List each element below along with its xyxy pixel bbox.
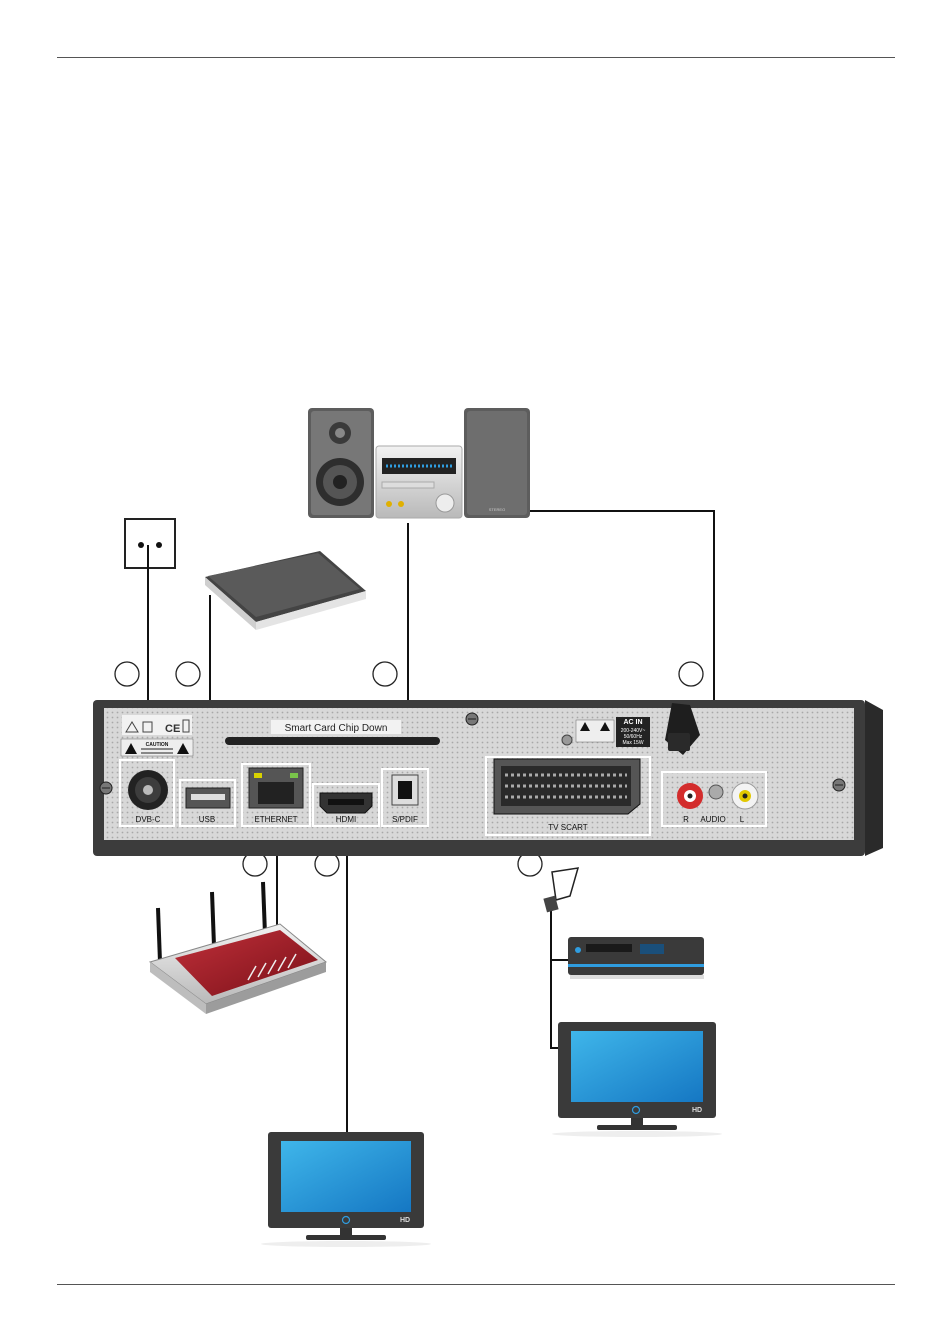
callout-marker (115, 662, 139, 686)
power-consumption: Max 15W (622, 740, 643, 746)
tv-hd-badge: HD (400, 1217, 410, 1224)
tv-scart-icon: HD (552, 1022, 722, 1137)
tv-hd-badge: HD (692, 1107, 702, 1114)
scart-plug-icon (543, 868, 578, 912)
recorder-device-icon (568, 937, 704, 979)
scart-label: TV SCART (548, 823, 588, 832)
audio-left-label: L (740, 815, 745, 824)
audio-label: AUDIO (700, 815, 725, 824)
tv-hdmi-icon: HD (261, 1132, 431, 1247)
smart-card-label: Smart Card Chip Down (285, 723, 388, 734)
caution-label: CAUTION (121, 739, 193, 756)
dvbc-label: DVB-C (136, 815, 161, 824)
receiver-back-panel: CE CAUTION Smart Card Chip Down AC IN 20… (93, 700, 883, 856)
power-title: AC IN (623, 719, 642, 726)
screw-icon (833, 779, 845, 791)
screw-icon (100, 782, 112, 794)
callout-marker (373, 662, 397, 686)
certification-icons: CE (122, 715, 192, 735)
callout-marker (176, 662, 200, 686)
spdif-label: S/PDIF (392, 815, 418, 824)
external-hdd-icon (205, 551, 366, 630)
router-icon (150, 882, 326, 1014)
svg-text:CE: CE (165, 723, 180, 735)
stereo-system-icon: STEREO (308, 408, 530, 518)
callout-marker (679, 662, 703, 686)
caution-text: CAUTION (146, 742, 169, 748)
antenna-wall-socket-icon (125, 519, 175, 568)
screw-icon (466, 713, 478, 725)
stereo-badge: STEREO (489, 507, 505, 512)
screw-icon (562, 735, 572, 745)
ethernet-label: ETHERNET (254, 815, 297, 824)
hdmi-label: HDMI (336, 815, 356, 824)
usb-label: USB (199, 815, 215, 824)
audio-right-label: R (683, 815, 689, 824)
